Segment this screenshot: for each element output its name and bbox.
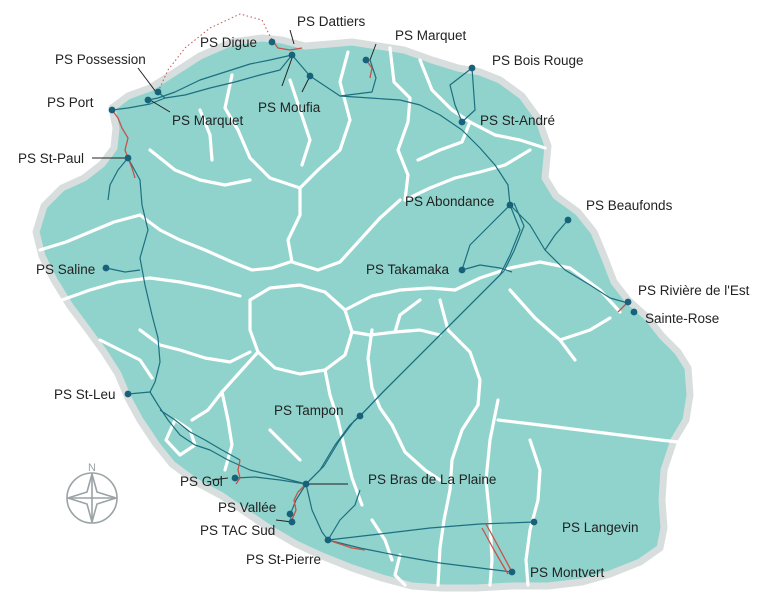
label-ps-st-paul: PS St-Paul — [18, 151, 84, 166]
transmission-lines — [105, 54, 629, 573]
label-ps-tampon: PS Tampon — [274, 403, 344, 418]
label-ps-vallee: PS Vallée — [218, 500, 276, 515]
label-ps-gol: PS Gol — [180, 474, 223, 489]
label-ps-st-andre: PS St-André — [480, 113, 555, 128]
label-ps-dattiers: PS Dattiers — [297, 14, 366, 29]
commune-boundaries — [38, 46, 680, 587]
label-ps-digue: PS Digue — [200, 35, 257, 50]
label-ps-riviere-de-l-est: PS Rivière de l'Est — [638, 283, 750, 298]
label-ps-marquet-west: PS Marquet — [172, 113, 244, 128]
island-landmass — [32, 34, 694, 592]
label-ps-st-pierre: PS St-Pierre — [246, 552, 321, 567]
label-ps-abondance: PS Abondance — [405, 194, 494, 209]
label-ps-langevin: PS Langevin — [562, 520, 639, 535]
label-ps-possession: PS Possession — [55, 52, 146, 67]
label-ps-takamaka: PS Takamaka — [366, 262, 450, 277]
station-labels: PS Dattiers PS Marquet PS Possession PS … — [18, 14, 750, 580]
label-ps-tac-sud: PS TAC Sud — [200, 523, 275, 538]
label-ps-bois-rouge: PS Bois Rouge — [492, 53, 584, 68]
substation-markers — [102, 38, 638, 576]
label-ps-moufia: PS Moufia — [258, 100, 321, 115]
label-ps-saline: PS Saline — [36, 262, 95, 277]
label-ps-port: PS Port — [47, 95, 94, 110]
label-ps-beaufonds: PS Beaufonds — [586, 198, 673, 213]
label-ps-bras-de-la-plaine: PS Bras de La Plaine — [368, 472, 496, 487]
label-ps-montvert: PS Montvert — [530, 565, 605, 580]
label-ps-st-leu: PS St-Leu — [54, 387, 116, 402]
compass-north-label: N — [88, 462, 96, 474]
label-ps-marquet-north: PS Marquet — [395, 28, 467, 43]
compass-icon: N — [66, 462, 118, 524]
label-sainte-rose: Sainte-Rose — [645, 311, 719, 326]
